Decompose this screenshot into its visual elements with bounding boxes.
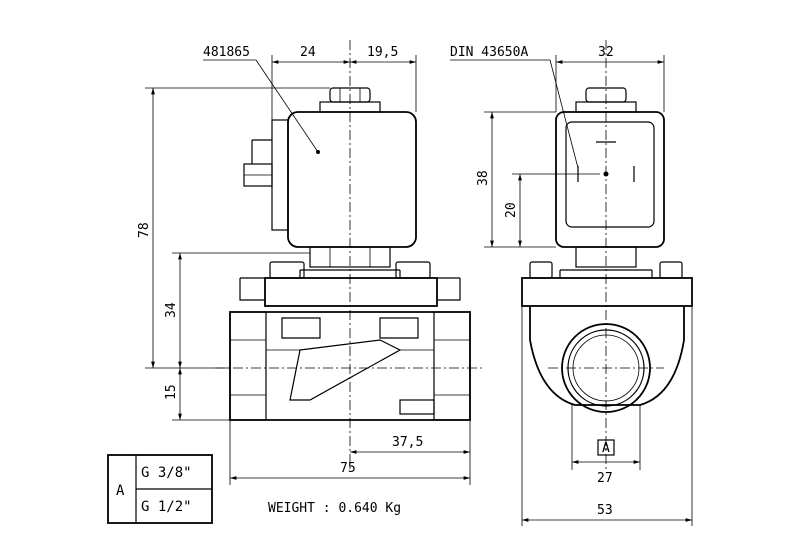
dim-53: 53 — [597, 503, 613, 518]
weight-label: WEIGHT : 0.640 Kg — [268, 501, 401, 516]
dim-24: 24 — [300, 45, 316, 60]
dim-27: 27 — [597, 471, 613, 486]
section-marker: A — [602, 441, 610, 456]
thread-row-1: G 3/8" — [141, 465, 192, 481]
thread-row-2: G 1/2" — [141, 499, 192, 515]
side-view — [521, 40, 693, 470]
din-standard-label: DIN 43650A — [450, 45, 528, 60]
dim-38: 38 — [476, 170, 491, 186]
front-view — [215, 40, 485, 470]
thread-table: A G 3/8" G 1/2" — [107, 454, 213, 524]
front-dimensions: 24 19,5 481865 78 34 15 37,5 75 — [137, 45, 471, 485]
dim-75: 75 — [340, 461, 356, 476]
dim-34: 34 — [164, 302, 179, 318]
dim-32: 32 — [598, 45, 614, 60]
thread-table-key: A — [116, 483, 125, 499]
side-dimensions: DIN 43650A 32 38 20 A 27 53 — [450, 45, 693, 526]
dim-19-5: 19,5 — [367, 45, 398, 60]
dim-37-5: 37,5 — [392, 435, 423, 450]
part-number-label: 481865 — [203, 45, 250, 60]
dim-78: 78 — [137, 222, 152, 238]
dim-20: 20 — [504, 202, 519, 218]
dim-15: 15 — [164, 384, 179, 400]
